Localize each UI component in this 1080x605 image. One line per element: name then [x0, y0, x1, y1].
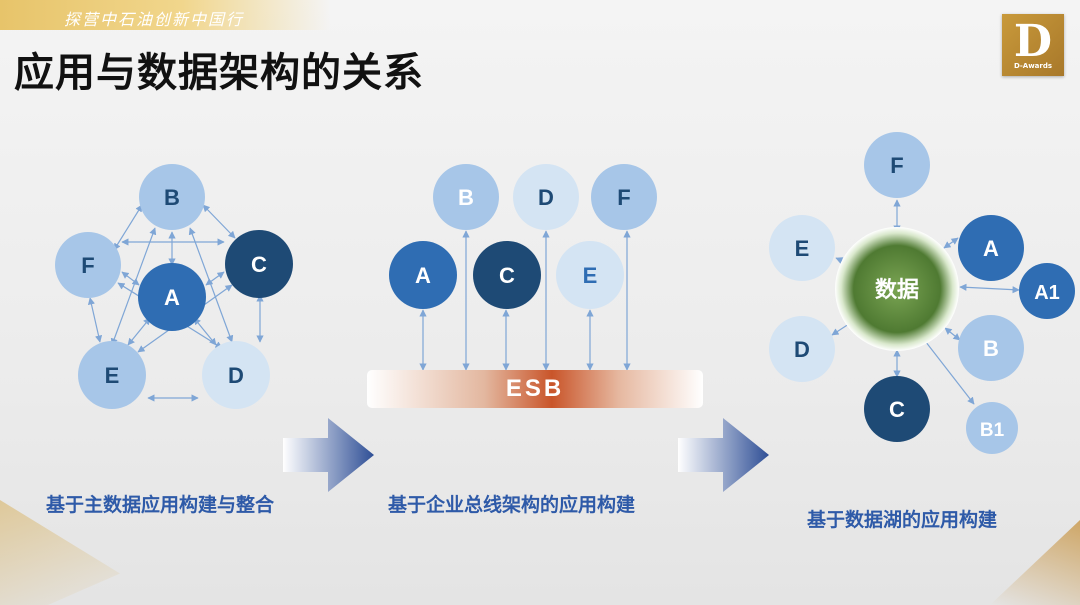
transition-arrow-2 [678, 418, 769, 492]
logo-letter: D [1013, 16, 1053, 67]
caption-mesh: 基于主数据应用构建与整合 [46, 494, 275, 516]
mesh-node-label: D [228, 363, 244, 388]
esb-node-D: D [513, 164, 579, 230]
esb-node-label: D [538, 185, 554, 210]
mesh-node-F: F [55, 232, 121, 298]
esb-node-B: B [433, 164, 499, 230]
lake-node-label: A [983, 236, 999, 261]
lake-node-label: D [794, 337, 810, 362]
hub-label: 数据 [875, 277, 919, 303]
mesh-node-D: D [202, 341, 270, 409]
mesh-node-label: A [164, 285, 180, 310]
mesh-node-B: B [139, 164, 205, 230]
mesh-node-label: B [164, 185, 180, 210]
esb-node-label: A [415, 263, 431, 288]
lake-node-B: B [958, 315, 1024, 381]
lake-node-label: B [983, 336, 999, 361]
lake-node-label: C [889, 397, 905, 422]
d-awards-logo: D D-Awards [1002, 14, 1064, 76]
lake-node-label: E [795, 236, 810, 261]
caption-data-lake: 基于数据湖的应用构建 [807, 509, 998, 531]
esb-node-label: E [583, 263, 598, 288]
lake-node-F: F [864, 132, 930, 198]
panel-esb: B D F A C E ESB [367, 164, 703, 408]
esb-label: ESB [506, 375, 564, 402]
lake-node-A: A [958, 215, 1024, 281]
caption-esb: 基于企业总线架构的应用构建 [388, 494, 636, 516]
mesh-node-label: C [251, 252, 267, 277]
mesh-node-label: E [105, 363, 120, 388]
panel-data-lake: 数据 F E A A1 D B C [769, 132, 1075, 454]
mesh-node-A: A [138, 263, 206, 331]
panel-mesh: B F A C E D [55, 164, 293, 409]
esb-node-label: C [499, 263, 515, 288]
lake-node-C: C [864, 376, 930, 442]
mesh-node-label: F [81, 253, 94, 278]
lake-node-B1: B1 [966, 402, 1018, 454]
banner-text: 探营中石油创新中国行 [64, 10, 245, 29]
esb-node-C: C [473, 241, 541, 309]
lake-node-E: E [769, 215, 835, 281]
esb-node-label: B [458, 185, 474, 210]
lake-node-label: F [890, 153, 903, 178]
esb-node-F: F [591, 164, 657, 230]
lake-hub: 数据 [835, 227, 959, 351]
mesh-node-E: E [78, 341, 146, 409]
esb-node-E: E [556, 241, 624, 309]
lake-node-label: B1 [980, 420, 1005, 441]
page-title: 应用与数据架构的关系 [14, 50, 424, 96]
transition-arrow-1 [283, 418, 374, 492]
lake-node-D: D [769, 316, 835, 382]
logo-caption: D-Awards [1013, 62, 1053, 70]
top-banner: 探营中石油创新中国行 [0, 0, 330, 30]
lake-node-label: A1 [1034, 282, 1060, 304]
esb-bus: ESB [367, 370, 703, 408]
mesh-node-C: C [225, 230, 293, 298]
esb-node-A: A [389, 241, 457, 309]
lake-node-A1: A1 [1019, 263, 1075, 319]
esb-node-label: F [617, 185, 630, 210]
